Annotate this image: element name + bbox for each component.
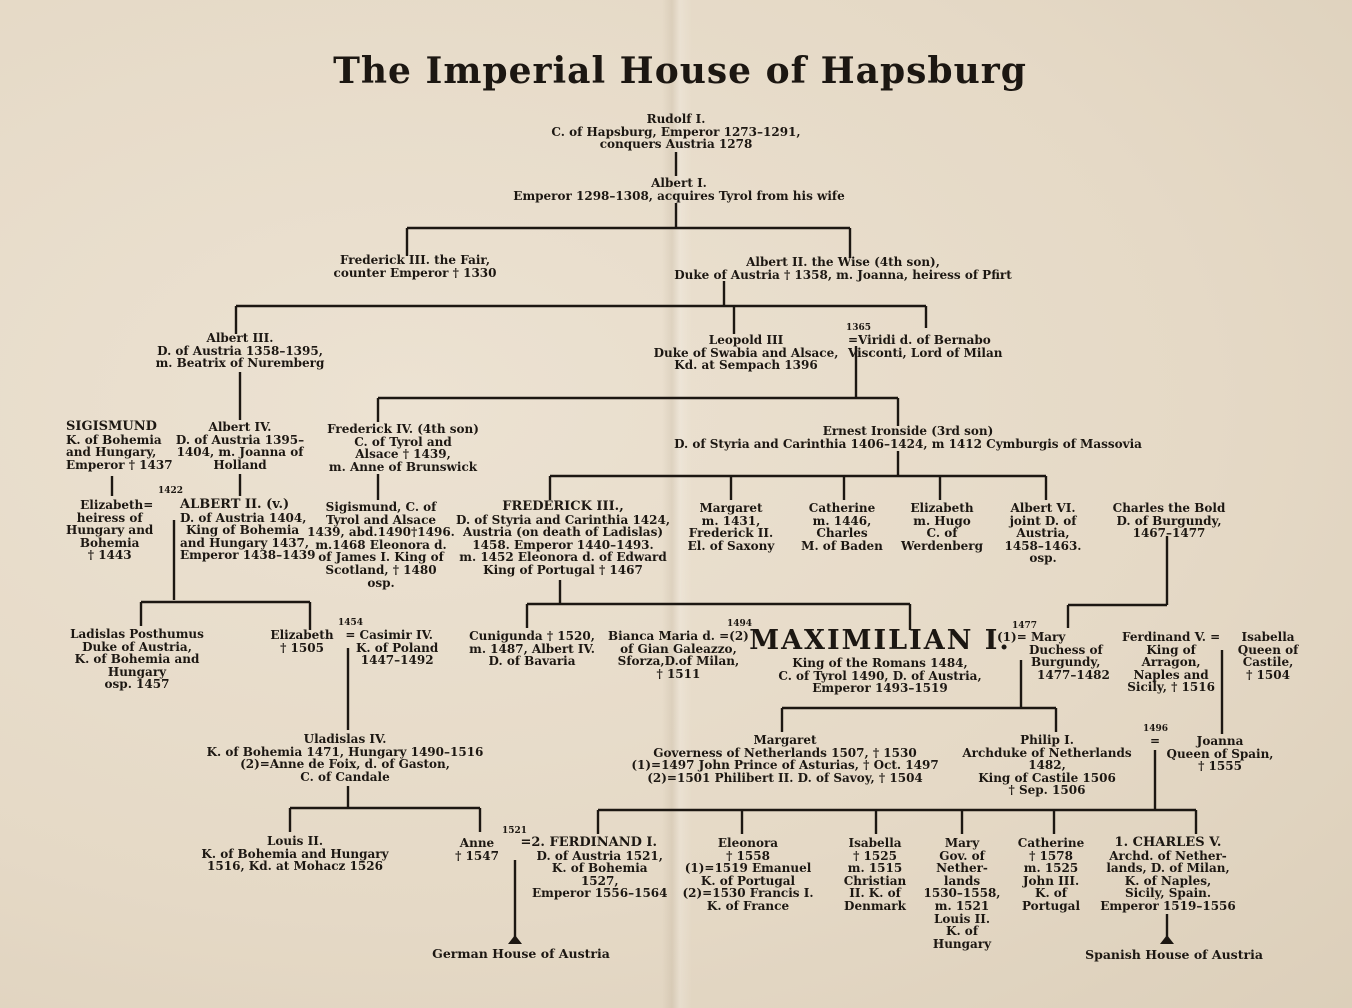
person-albert-ii-v: ALBERT II. (v.)D. of Austria 1404,King o…: [180, 497, 316, 563]
person-frederick-iii-the-fair: Frederick III. the Fair,counter Emperor …: [333, 253, 497, 280]
person-cunigunda: Cunigunda † 1520,m. 1487, Albert IV.D. o…: [469, 629, 595, 669]
marriage-year-1477: 1477: [1012, 621, 1038, 631]
person-maximilian-i-name: MAXIMILIAN I.: [749, 625, 1011, 656]
marriage-year-1422: 1422: [158, 486, 184, 496]
label-german-house: German House of Austria: [432, 946, 610, 961]
person-albert-iv: Albert IV.D. of Austria 1395–1404, m. Jo…: [175, 420, 305, 472]
person-albert-ii-the-wise: Albert II. the Wise (4th son),Duke of Au…: [674, 255, 1012, 282]
person-albert-iii: Albert III.D. of Austria 1358–1395,m. Be…: [155, 331, 325, 371]
marriage-year-1496: 1496: [1143, 724, 1169, 734]
marriage-year-1521: 1521: [502, 826, 528, 836]
arrow-spanish-house: [1160, 935, 1174, 944]
marriage-year-1454: 1454: [338, 618, 364, 628]
person-ferdinand-i: =2. FERDINAND I.D. of Austria 1521,K. of…: [520, 835, 668, 901]
person-anne: Anne† 1547: [455, 836, 499, 863]
arrow-german-house: [508, 935, 522, 944]
marriage-year-1365: 1365: [846, 323, 872, 333]
marriage-sign-1496: =: [1150, 734, 1161, 748]
marriage-year-1494: 1494: [727, 619, 753, 629]
person-albert-i: Albert I.Emperor 1298–1308, acquires Tyr…: [513, 176, 845, 203]
person-uladislas-iv: Uladislas IV.K. of Bohemia 1471, Hungary…: [206, 732, 484, 784]
person-rudolf-i: Rudolf I.C. of Hapsburg, Emperor 1273–12…: [551, 112, 801, 152]
person-elizabeth-poland: Elizabeth† 1505: [270, 628, 334, 655]
label-spanish-house: Spanish House of Austria: [1085, 947, 1263, 962]
chart-title: The Imperial House of Hapsburg: [333, 50, 1027, 92]
person-bianca-maria: Bianca Maria d. =(2)of Gian Galeazzo,Sfo…: [608, 629, 749, 681]
person-ernest-ironside: Ernest Ironside (3rd son)D. of Styria an…: [674, 424, 1142, 451]
person-charles-v: 1. CHARLES V.Archd. of Nether-lands, D. …: [1100, 835, 1236, 913]
person-viridi: =Viridi d. of Bernabo Visconti, Lord of …: [848, 333, 1003, 360]
person-maximilian-i: King of the Romans 1484,C. of Tyrol 1490…: [778, 656, 982, 696]
person-frederick-iii: FREDERICK III.,D. of Styria and Carinthi…: [455, 499, 671, 577]
